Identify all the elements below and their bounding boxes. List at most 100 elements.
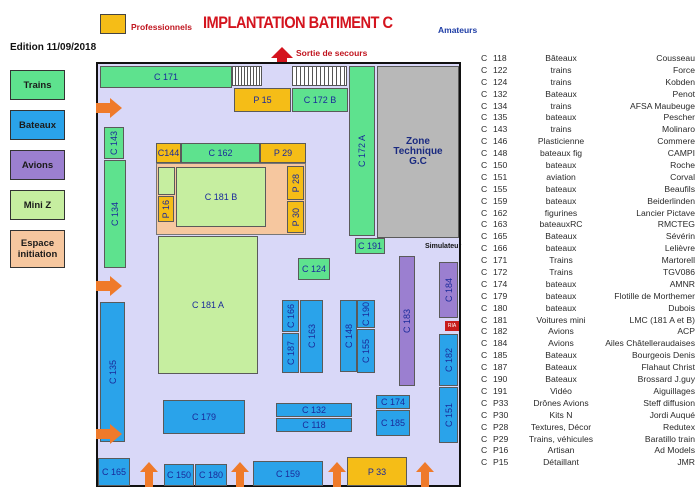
exhibitor-name: TGV086 xyxy=(662,267,695,278)
exhibitor-prefix: C xyxy=(481,362,488,373)
professionnels-label: Professionnels xyxy=(131,22,192,32)
exhibitor-prefix: C xyxy=(481,100,488,111)
exhibitor-prefix: C xyxy=(481,243,488,254)
stand-c182: C 182 xyxy=(439,334,458,386)
exhibitor-name: Jordi Auqué xyxy=(649,409,695,420)
stand-c150: C 150 xyxy=(164,464,194,486)
exhibitor-category: bateaux xyxy=(545,278,577,289)
stand-c185: C 185 xyxy=(376,410,410,436)
exhibitor-prefix: C xyxy=(481,397,488,408)
exhibitor-prefix: C xyxy=(481,231,488,242)
exhibitor-category: Bâteaux xyxy=(545,53,577,63)
zone-technique: Zone Technique G.C xyxy=(377,66,459,238)
legend-mini-z: Mini Z xyxy=(10,190,65,220)
staircase xyxy=(232,66,262,86)
stand-c159: C 159 xyxy=(253,461,323,486)
exhibitor-category: bateaux fig xyxy=(539,148,583,159)
exhibitor-number: 155 xyxy=(493,183,508,194)
exhibitor-number: P28 xyxy=(493,421,509,432)
stand-c181a: C 181 A xyxy=(158,236,258,374)
exhibitor-number: 124 xyxy=(493,76,508,87)
exhibitor-number: 171 xyxy=(493,255,508,266)
ria-box: RIA xyxy=(445,321,459,331)
simulateur-label: Simulateur xyxy=(425,243,462,250)
exhibitor-prefix: C xyxy=(481,326,488,337)
stand-c166: C 166 xyxy=(282,300,299,332)
exhibitor-category: Trains xyxy=(549,255,573,266)
exhibitor-number: 179 xyxy=(493,290,508,301)
exhibitor-category: Plasticienne xyxy=(537,136,585,147)
stand-c171: C 171 xyxy=(100,66,232,88)
exhibitor-prefix: C xyxy=(481,160,488,171)
exhibitor-number: 165 xyxy=(493,231,508,242)
exhibitor-category: Bateaux xyxy=(545,362,577,373)
stand-c172a-label: C 172 A xyxy=(357,134,367,168)
exhibitor-category: bateaux xyxy=(545,195,577,206)
stand-c172a: C 172 A xyxy=(349,66,375,236)
stand-p33: P 33 xyxy=(347,457,407,486)
exhibitor-category: bateauxRC xyxy=(539,219,583,230)
stand-c181b-side xyxy=(158,167,175,195)
exhibitor-category: trains xyxy=(550,124,572,135)
exhibitor-number: 143 xyxy=(493,124,508,135)
exhibitor-prefix: C xyxy=(481,183,488,194)
exhibitor-category: Trains, véhicules xyxy=(528,433,594,444)
stand-c135: C 135 xyxy=(100,302,125,442)
exhibitor-name: Lelièvre xyxy=(664,243,695,254)
exhibitor-prefix: C xyxy=(481,64,488,75)
stand-c181b: C 181 B xyxy=(176,167,266,227)
stand-p15: P 15 xyxy=(234,88,291,112)
stand-p28-label: P 28 xyxy=(290,173,301,193)
stand-c184: C 184 xyxy=(439,262,458,318)
exhibitor-name: Bourgeois Denis xyxy=(631,350,695,361)
entrance-arrow-bottom-3-icon xyxy=(328,462,346,487)
exhibitor-name: Molinaro xyxy=(662,124,695,135)
stand-c187: C 187 xyxy=(282,333,299,373)
exhibitor-category: bateaux xyxy=(545,243,577,254)
stand-c155: C 155 xyxy=(357,329,375,373)
exhibitor-name: Baratillo train xyxy=(644,433,695,444)
stand-c148-label: C 148 xyxy=(343,323,354,349)
exhibitor-number: 159 xyxy=(493,195,508,206)
entrance-arrow-bottom-4-icon xyxy=(416,462,434,487)
amateurs-label: Amateurs xyxy=(438,25,478,35)
stand-c143: C 143 xyxy=(104,127,124,159)
legend-trains: Trains xyxy=(10,70,65,100)
exhibitor-name: LMC (181 A et B) xyxy=(629,314,695,325)
exhibitor-number: 190 xyxy=(493,374,508,385)
exhibitor-name: Kobden xyxy=(665,76,695,87)
exhibitor-category: bateaux xyxy=(545,160,577,171)
staircase-right xyxy=(292,66,347,86)
exhibitor-prefix: C xyxy=(481,433,488,444)
exhibitor-category: trains xyxy=(550,100,572,111)
stand-c187-label: C 187 xyxy=(285,340,296,366)
exhibitor-prefix: C xyxy=(481,338,488,349)
stand-c183-label: C 183 xyxy=(402,308,412,334)
exhibitor-prefix: C xyxy=(481,302,488,313)
exhibitor-category: Bateaux xyxy=(545,374,577,385)
exhibitor-number: 151 xyxy=(493,171,508,182)
exhibitor-category: Détaillant xyxy=(543,457,579,468)
